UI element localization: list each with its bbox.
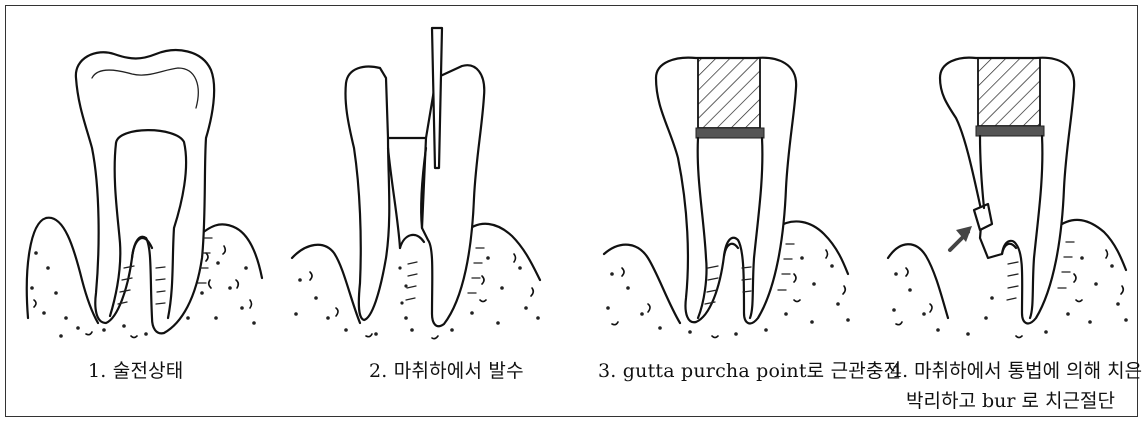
panel-2-caption: 2. 마취하에서 발수	[369, 356, 524, 383]
tooth-illustration-4	[876, 18, 1139, 348]
panel-2-pulpectomy: 2. 마취하에서 발수	[276, 18, 566, 418]
panel-4-root-resection: 4. 마취하에서 통법에 의해 치은 박리하고 bur 로 치근절단	[876, 18, 1139, 418]
panel-3-caption: 3. gutta purcha point로 근관충전	[598, 356, 901, 383]
panel-3-canal-filling: 3. gutta purcha point로 근관충전	[586, 18, 876, 418]
tooth-illustration-2	[276, 18, 566, 348]
panel-1-caption: 1. 술전상태	[88, 356, 184, 383]
figure-frame: 1. 술전상태	[5, 5, 1138, 417]
panel-4-caption-line-1: 4. 마취하에서 통법에 의해 치은	[890, 356, 1142, 383]
panel-1-preoperative: 1. 술전상태	[6, 18, 276, 418]
tooth-illustration-3	[586, 18, 876, 348]
panel-4-caption-line-2: 박리하고 bur 로 치근절단	[906, 386, 1115, 413]
tooth-illustration-1	[6, 18, 276, 348]
